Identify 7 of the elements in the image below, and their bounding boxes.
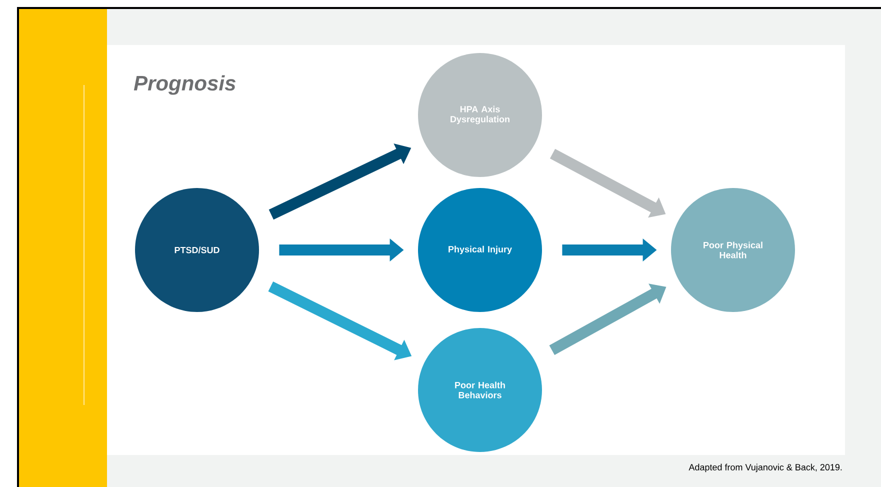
circle-node: HPA Axis Dysregulation xyxy=(418,53,542,177)
circle-node: Poor Health Behaviors xyxy=(418,328,542,452)
circle-node: Physical Injury xyxy=(418,188,542,312)
circle-node: Poor Physical Health xyxy=(671,188,795,312)
circle-node: PTSD/SUD xyxy=(135,188,259,312)
slide-title: Prognosis xyxy=(134,75,236,95)
caption: Adapted from Vujanovic & Back, 2019. xyxy=(688,464,842,472)
